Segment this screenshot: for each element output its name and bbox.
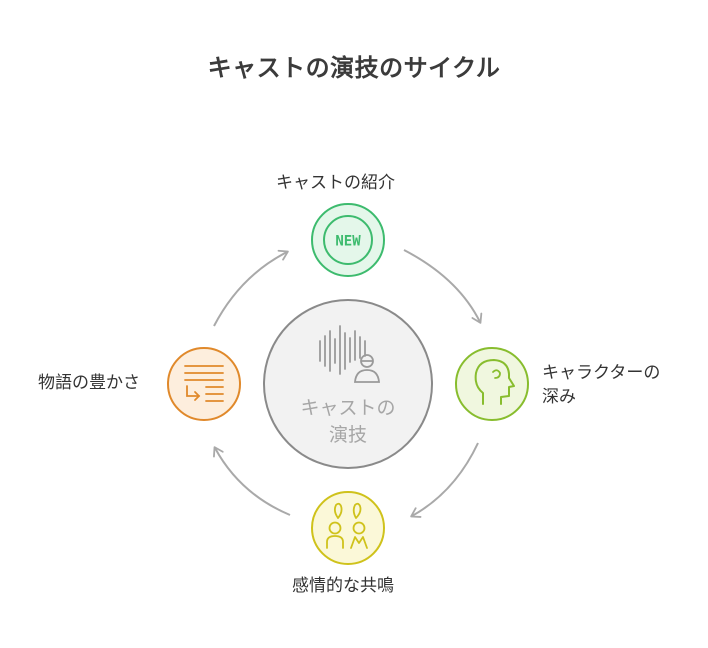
diagram-title: キャストの演技のサイクル	[207, 54, 501, 82]
stage-right-label-line1: キャラクターの	[542, 363, 661, 383]
stage-right-label-line2: 深み	[542, 387, 576, 407]
head-profile-icon	[474, 359, 515, 405]
stage-bottom-label: 感情的な共鳴	[292, 576, 394, 596]
arrow-bottom-to-left	[213, 446, 291, 516]
stage-bottom-circle	[311, 491, 385, 565]
new-badge-text: NEW	[335, 234, 361, 250]
new-badge-icon	[323, 215, 373, 265]
center-circle	[263, 299, 433, 469]
arrow-top-to-right	[403, 249, 483, 324]
center-label-line1: キャストの	[300, 397, 396, 419]
center-label-line2: 演技	[328, 424, 367, 446]
center-label: キャストの 演技	[278, 395, 418, 449]
arrow-left-to-top	[213, 249, 289, 327]
stage-left-circle	[167, 347, 241, 421]
list-text-icon	[184, 365, 224, 402]
stage-top-label: キャストの紹介	[276, 173, 395, 193]
stage-left-label: 物語の豊かさ	[38, 373, 140, 393]
stage-right-circle	[455, 347, 529, 421]
audio-wave-person-icon	[319, 325, 380, 383]
two-people-icon	[326, 502, 368, 549]
stage-right-label: キャラクターの 深み	[542, 361, 692, 409]
arrow-right-to-bottom	[410, 442, 479, 518]
stage-top-circle	[311, 203, 385, 277]
